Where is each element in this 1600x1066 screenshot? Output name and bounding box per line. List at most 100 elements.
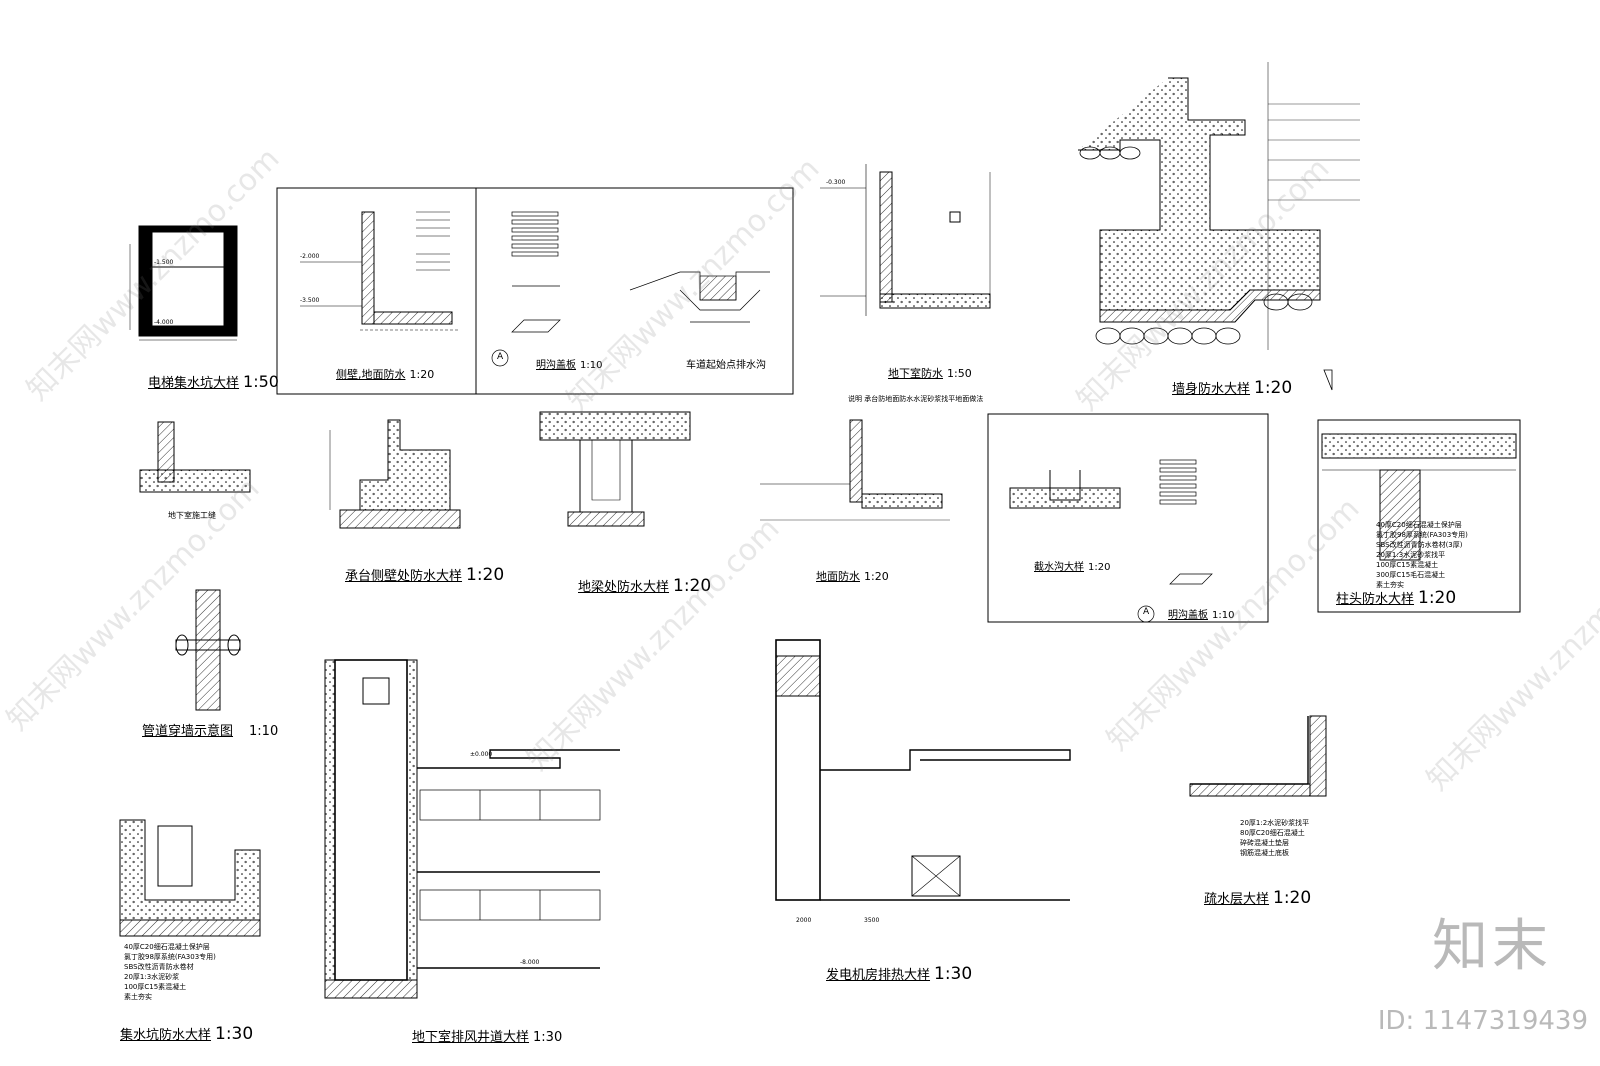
title-basement-wp: 地下室防水 1:50 — [888, 365, 972, 381]
layer-label: 40厚C20细石混凝土保护层 — [124, 943, 210, 951]
column-head-frame — [1317, 419, 1521, 613]
title-text: 柱头防水大样 — [1336, 592, 1415, 607]
title-trench-cover-b: 明沟盖板 1:10 — [1168, 606, 1234, 621]
exhaust-shaft-detail — [324, 659, 620, 999]
title-text: 电梯集水坑大样 — [148, 376, 240, 391]
layer-label: SBS改性沥青防水卷材 — [124, 963, 194, 971]
title-text: 明沟盖板 — [536, 360, 576, 371]
dim-label: -4.000 — [154, 319, 174, 326]
title-scale: 1:20 — [1273, 888, 1312, 908]
dim-label: -3.500 — [300, 297, 320, 304]
basement-waterproof-detail — [820, 164, 991, 316]
layer-label: 氯丁胶98厚系统(FA303专用) — [1376, 531, 1468, 539]
title-text: 地下室排风井道大样 — [412, 1030, 530, 1045]
title-scale: 1:50 — [243, 372, 279, 391]
title-scale: 1:10 — [1212, 610, 1235, 621]
floor-waterproof-detail — [760, 419, 950, 521]
title-text: 明沟盖板 — [1168, 610, 1208, 621]
title-text: 管道穿墙示意图 — [142, 724, 234, 739]
title-text: 地面防水 — [816, 570, 860, 583]
title-scale: 1:10 — [580, 360, 603, 371]
title-scale: 1:20 — [409, 368, 435, 381]
title-text: 地下室施工缝 — [168, 511, 216, 520]
title-scale: 1:20 — [1254, 378, 1293, 398]
title-text: 截水沟大样 — [1034, 562, 1084, 573]
elevator-pit-detail — [129, 225, 238, 341]
dim-label: -0.300 — [826, 179, 846, 186]
brand-id: ID: 1147319439 — [1377, 1006, 1588, 1036]
wall-waterproof-detail — [1078, 62, 1360, 391]
layer-label: 40厚C20细石混凝土保护层 — [1376, 521, 1462, 529]
layer-label: SBS改性沥青防水卷材(3厚) — [1376, 541, 1463, 549]
layer-label: 钢筋混凝土底板 — [1240, 849, 1289, 857]
ground-beam-detail — [539, 411, 691, 527]
title-scale: 1:50 — [947, 367, 972, 380]
drainage-layer-detail — [1189, 715, 1327, 797]
title-scale: 1:20 — [466, 565, 505, 585]
dim-label: 2000 — [796, 917, 811, 924]
layer-label: 素土夯实 — [1376, 581, 1404, 589]
title-text: 墙身防水大样 — [1172, 382, 1251, 397]
layer-label: 20厚1:2水泥砂浆找平 — [1240, 819, 1310, 827]
side-wall-frame — [276, 187, 794, 395]
layer-label: 20厚1:3水泥砂浆 — [124, 973, 180, 981]
pile-cap-detail — [329, 419, 461, 529]
dim-label: -8.000 — [520, 959, 540, 966]
pipe-through-wall-detail — [175, 589, 241, 711]
basement-note: 说明 承台防地面防水水泥砂浆找平地面做法 — [848, 395, 984, 403]
title-text: 侧壁,地面防水 — [336, 368, 406, 381]
title-text: 地下室防水 — [888, 367, 943, 380]
title-scale: 1:20 — [1418, 588, 1457, 608]
layer-label: 碎砖混凝土垫层 — [1240, 839, 1289, 847]
title-scale: 1:20 — [864, 570, 889, 583]
title-text: 发电机房排热大样 — [826, 968, 931, 983]
title-scale: 1:30 — [934, 964, 973, 984]
drain-layer-list: 20厚1:2水泥砂浆找平 80厚C20细石混凝土 碎砖混凝土垫层 钢筋混凝土底板 — [1240, 818, 1309, 858]
column-layer-list: 40厚C20细石混凝土保护层 氯丁胶98厚系统(FA303专用) SBS改性沥青… — [1376, 520, 1468, 590]
dim-label: -2.000 — [300, 253, 320, 260]
title-trench-cover-a: 明沟盖板 1:10 — [536, 356, 602, 371]
title-floor-wp: 地面防水 1:20 — [816, 568, 889, 584]
sump-pit-detail — [119, 819, 261, 937]
layer-label: 100厚C15素混凝土 — [124, 983, 187, 991]
layer-label: 氯丁胶98厚系统(FA303专用) — [124, 953, 216, 961]
dim-label: -1.500 — [154, 259, 174, 266]
dim-label: 3500 — [864, 917, 879, 924]
title-scale: 1:20 — [673, 576, 712, 596]
ref-a-top: A — [497, 352, 504, 362]
layer-label: 素土夯实 — [124, 993, 152, 1001]
title-intercept-trench: 截水沟大样 1:20 — [1034, 558, 1110, 573]
title-scale: 1:30 — [215, 1024, 254, 1044]
title-text: 疏水层大样 — [1204, 892, 1270, 907]
title-text: 地梁处防水大样 — [578, 580, 670, 595]
construction-joint-detail — [139, 421, 251, 493]
layer-label: 100厚C15素混凝土 — [1376, 561, 1439, 569]
dim-label: ±0.000 — [470, 751, 492, 758]
title-pipe-wall: 管道穿墙示意图 1:10 — [142, 720, 278, 739]
sump-layer-list: 40厚C20细石混凝土保护层 氯丁胶98厚系统(FA303专用) SBS改性沥青… — [124, 942, 216, 1002]
title-text: 集水坑防水大样 — [120, 1028, 212, 1043]
title-ramp-drain: 车道起始点排水沟 — [686, 356, 766, 371]
title-text: 承台侧壁处防水大样 — [345, 569, 463, 584]
layer-label: 300厚C15毛石混凝土 — [1376, 571, 1446, 579]
title-scale: 1:10 — [249, 724, 279, 739]
generator-room-detail — [775, 639, 1071, 901]
layer-label: 80厚C20细石混凝土 — [1240, 829, 1305, 837]
title-construction-joint: 地下室施工缝 — [168, 510, 216, 521]
title-scale: 1:20 — [1088, 562, 1111, 573]
brand-logo: 知末 — [1432, 914, 1552, 979]
title-text: 车道起始点排水沟 — [686, 360, 766, 371]
layer-label: 20厚1:3水泥砂浆找平 — [1376, 551, 1446, 559]
ref-a-bottom: A — [1143, 607, 1150, 617]
